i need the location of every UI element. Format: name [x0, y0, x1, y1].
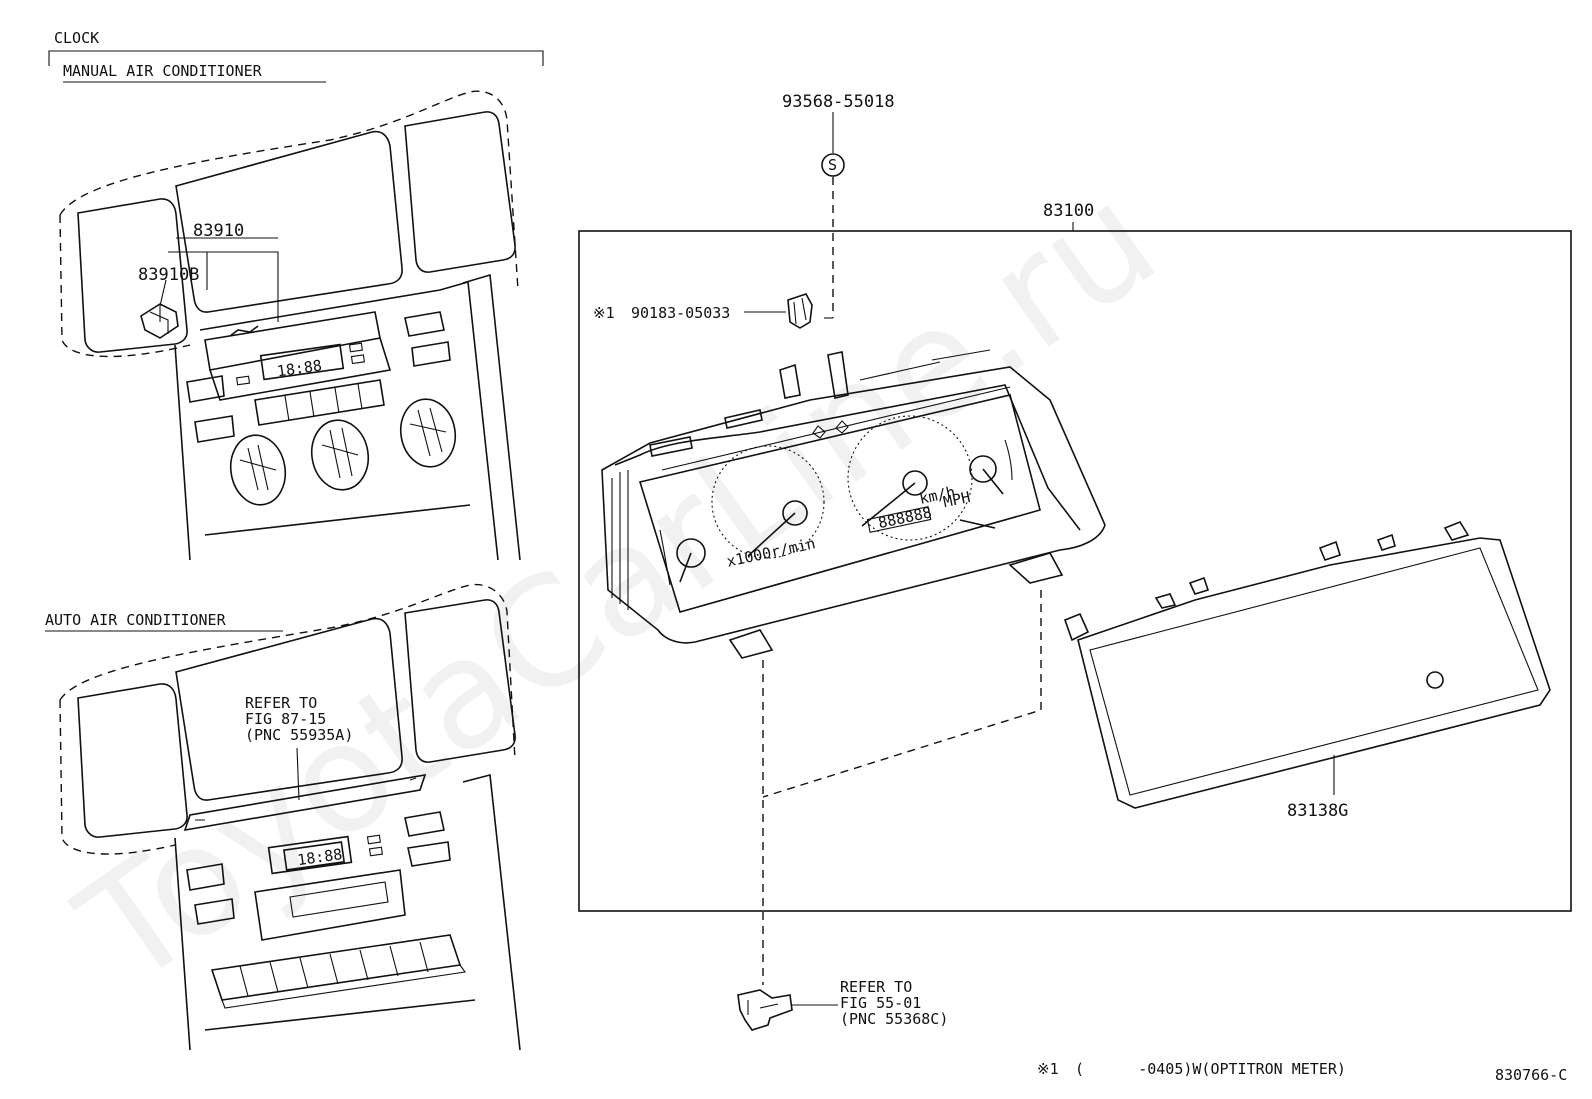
- ref-fig55-line1: REFER TO: [840, 978, 912, 996]
- screw-symbol-label: S: [828, 156, 837, 174]
- watermark: ToyotaCarLine.ru: [50, 152, 1186, 1020]
- manual-ac-title: MANUAL AIR CONDITIONER: [63, 62, 263, 80]
- footnote-mark: ※1: [1037, 1060, 1059, 1078]
- clip-note-mark: ※1: [593, 304, 615, 322]
- ref-fig87-line2: FIG 87-15: [245, 710, 326, 728]
- meter-assembly-part-number: 83100: [1043, 201, 1094, 221]
- clip-part-number: 90183-05033: [631, 304, 730, 322]
- manual-clock-display: 18:88: [276, 356, 323, 380]
- clock-part-number: 83910: [193, 221, 244, 241]
- clock-section-header: CLOCK MANUAL AIR CONDITIONER: [48, 29, 544, 83]
- ref-fig55-line2: FIG 55-01: [840, 994, 921, 1012]
- clock-bulb-part: [140, 303, 179, 339]
- screw-part-number: 93568-55018: [782, 92, 895, 112]
- clock-title: CLOCK: [54, 29, 99, 47]
- screw-symbol: [821, 153, 845, 177]
- figure-code: 830766-C: [1495, 1066, 1567, 1084]
- auto-ac-title: AUTO AIR CONDITIONER: [45, 611, 227, 629]
- footnote-text: ( -0405)W(OPTITRON METER): [1075, 1060, 1346, 1078]
- meter-mph-label: MPH: [942, 488, 972, 511]
- auto-ac-dashboard-drawing: 18:88: [59, 583, 521, 1051]
- clock-bulb-part-number: 83910B: [138, 265, 199, 285]
- clip-part: [787, 293, 813, 329]
- manual-ac-dashboard-drawing: 18:88: [59, 90, 521, 561]
- meter-bracket-part: [737, 989, 793, 1031]
- ref-fig55-line3: (PNC 55368C): [840, 1010, 948, 1028]
- ref-fig87-line3: (PNC 55935A): [245, 726, 353, 744]
- meter-glass: [1063, 521, 1551, 809]
- meter-assembly-box: [578, 230, 1572, 912]
- ref-fig87-line1: REFER TO: [245, 694, 317, 712]
- meter-glass-part-number: 83138G: [1287, 801, 1348, 821]
